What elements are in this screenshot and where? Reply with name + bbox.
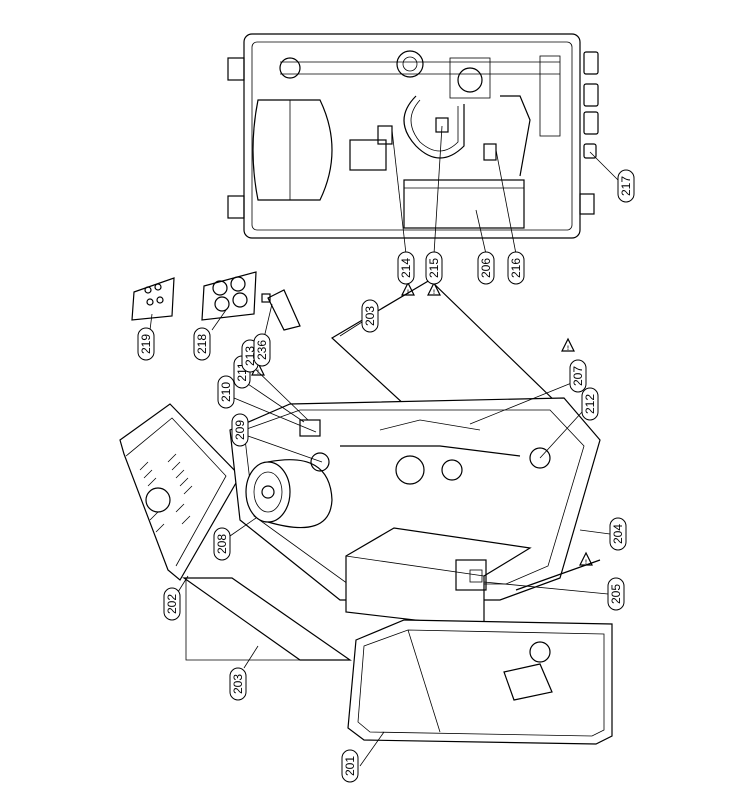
callout-label: 210 [219,382,233,402]
callout-201: 201 [341,749,359,783]
callout-label: 215 [427,258,441,278]
callout-205: 205 [607,577,625,611]
warning-icon: ! [561,337,575,352]
callout-label: 217 [619,176,633,196]
callout-label: 206 [479,258,493,278]
callout-label: 205 [609,584,623,604]
callout-216: 216 [507,251,525,285]
callout-label: 204 [611,524,625,544]
callout-217: 217 [617,169,635,203]
callout-214: 214 [397,251,415,285]
callout-203: 203 [361,299,379,333]
callout-219: 219 [137,327,155,361]
callout-label: 218 [195,334,209,354]
warning-icon: ! [579,551,593,566]
callout-label: 236 [255,340,269,360]
accessory-218-plate [201,271,257,321]
svg-text:!: ! [407,290,409,296]
callout-label: 201 [343,756,357,776]
side-cover-202 [119,403,241,581]
callout-label: 219 [139,334,153,354]
callout-label: 209 [233,420,247,440]
svg-text:!: ! [433,290,435,296]
front-panel-201 [347,619,613,745]
callout-208: 208 [213,527,231,561]
part-callouts: 2012022032032042052062072082092102112122… [137,169,635,783]
callout-label: 214 [399,258,413,278]
callout-215: 215 [425,251,443,285]
callout-204: 204 [609,517,627,551]
callout-236: 236 [253,333,271,367]
svg-text:!: ! [585,560,587,566]
callout-207: 207 [569,359,587,393]
callout-212: 212 [581,387,599,421]
warning-icon: ! [427,281,441,296]
callout-218: 218 [193,327,211,361]
warning-icon: ! [401,281,415,296]
callout-210: 210 [217,375,235,409]
callout-label: 216 [509,258,523,278]
hydraulic-module-top-view [227,33,599,239]
callout-209: 209 [231,413,249,447]
callout-203: 203 [229,667,247,701]
callout-label: 208 [215,534,229,554]
callout-label: 207 [571,366,585,386]
main-unit-body [182,279,601,661]
callout-206: 206 [477,251,495,285]
callout-label: 212 [583,394,597,414]
callout-label: 203 [231,674,245,694]
callout-label: 203 [363,306,377,326]
accessory-236-tube [261,289,301,331]
leader-lines [149,125,619,767]
callout-202: 202 [163,587,181,621]
svg-text:!: ! [257,370,259,376]
callout-label: 202 [165,594,179,614]
accessory-219-plate [131,277,175,321]
svg-text:!: ! [567,346,569,352]
